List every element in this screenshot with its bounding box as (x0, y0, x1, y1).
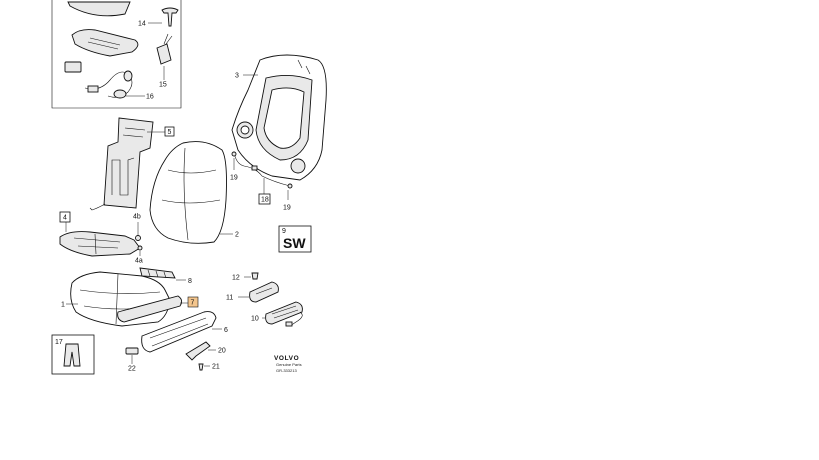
callout-14: 14 (138, 21, 146, 28)
screw-21 (198, 363, 204, 371)
callout-11: 11 (226, 295, 233, 302)
wiring-harness-19: 19 19 18 (230, 151, 293, 212)
callout-10: 10 (251, 316, 259, 323)
bracket-20: 20 21 (185, 341, 226, 371)
logo-sub: Genuine Parts (276, 362, 302, 367)
side-trim-7: 7 (117, 295, 199, 323)
clip-14 (161, 7, 179, 27)
seat-pan-4: 4 4b 4a (59, 211, 143, 265)
switch-module-10 (265, 301, 303, 325)
side-panel-6: 6 (141, 311, 228, 353)
callout-8: 8 (188, 278, 192, 285)
callout-22: 22 (128, 366, 136, 373)
heating-mat-5: 5 (89, 117, 175, 211)
inset-panel-top: 16 14 15 (51, 0, 182, 109)
screw-12 (251, 272, 259, 280)
clip-22: 22 (125, 347, 139, 373)
seat-cushion-1: 1 (61, 271, 171, 327)
logo-code: GR-333213 (276, 368, 297, 373)
callout-18: 18 (261, 197, 269, 204)
volvo-logo: VOLVO Genuine Parts GR-333213 (274, 355, 302, 373)
callout-15: 15 (159, 82, 167, 89)
sensor-15 (156, 43, 172, 65)
sw-label: SW (283, 235, 306, 251)
callout-4a: 4a (135, 258, 143, 265)
callout-9: 9 (282, 228, 286, 235)
callout-21: 21 (212, 364, 220, 371)
callout-2: 2 (235, 232, 239, 239)
switch-parts: 12 11 10 (226, 272, 303, 327)
trim-pad (71, 29, 139, 57)
callout-6: 6 (224, 327, 228, 334)
cushion-fragment (67, 1, 131, 17)
callout-1: 1 (61, 302, 65, 309)
rail-8: 8 (139, 267, 192, 285)
callout-4: 4 (63, 215, 67, 222)
connector-block (64, 61, 82, 73)
callout-12: 12 (232, 275, 240, 282)
callout-16: 16 (146, 94, 154, 101)
callout-7: 7 (191, 300, 195, 307)
callout-5: 5 (168, 129, 172, 136)
callout-17: 17 (55, 339, 63, 346)
inset-panel-17: 17 (51, 334, 95, 375)
backrest-frame-3: 3 (231, 54, 327, 181)
callout-20: 20 (218, 348, 226, 355)
backrest-cushion-2: 2 (149, 141, 239, 244)
callout-19-a: 19 (230, 175, 238, 182)
callout-19-b: 19 (283, 205, 291, 212)
callout-4b: 4b (133, 214, 141, 221)
switch-panel-11 (249, 281, 279, 303)
sw-box-9: 9 SW (278, 225, 312, 253)
logo-brand: VOLVO (274, 355, 299, 362)
callout-3: 3 (235, 73, 239, 80)
